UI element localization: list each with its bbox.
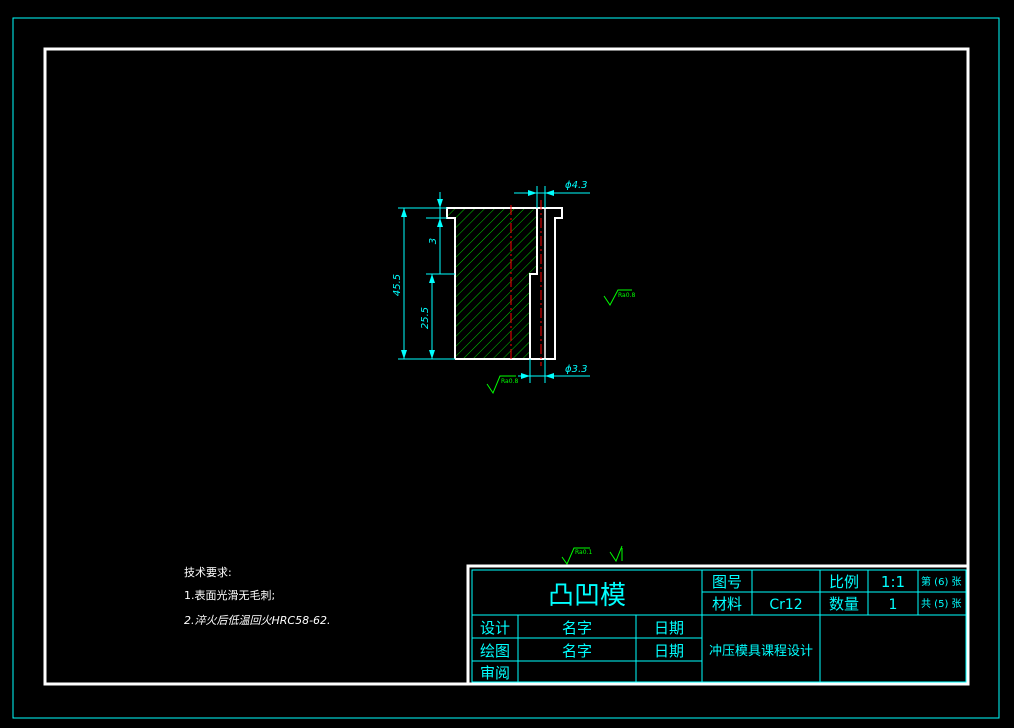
title-block: 凸凹模 图号 比例 1:1 第 (6) 张 材料 Cr12 数量 1 共 (5)…	[466, 564, 968, 684]
course-name: 冲压模具课程设计	[709, 644, 813, 659]
drawing-frame	[43, 47, 970, 686]
dim-top-diameter: ϕ4.3	[565, 180, 588, 191]
dim-bottom-diameter: ϕ3.3	[565, 364, 588, 375]
roughness-symbol-bottom	[486, 375, 516, 395]
notes-title: 技术要求:	[184, 566, 232, 579]
roughness-symbol-corner	[561, 545, 623, 566]
technical-notes: 技术要求: 1.表面光滑无毛刺; 2.淬火后低温回火HRC58-62.	[184, 566, 331, 627]
part-section-view: 45.5 25.5 3 ϕ4.3 ϕ3.3 Ra0.8 Ra0.8 Ra0.1	[392, 180, 635, 566]
ratio-value: 1:1	[881, 573, 905, 591]
design-label: 设计	[480, 619, 510, 637]
bore-outline	[529, 208, 538, 359]
material-value: Cr12	[769, 597, 802, 613]
design-date: 日期	[654, 619, 684, 637]
hatched-body	[447, 208, 537, 359]
dim-flange-height: 3	[428, 238, 439, 244]
ratio-label: 比例	[829, 573, 859, 591]
roughness-corner-label: Ra0.1	[575, 549, 592, 556]
draw-name: 名字	[562, 642, 592, 660]
total-label: 共 (5) 张	[921, 598, 962, 610]
quantity-label: 数量	[829, 595, 859, 613]
part-name: 凸凹模	[548, 581, 626, 611]
outer-border	[12, 17, 1000, 719]
sheet-label: 第 (6) 张	[921, 575, 962, 588]
roughness-symbol-right	[603, 289, 632, 306]
drawing-no-label: 图号	[712, 573, 742, 591]
quantity-value: 1	[889, 597, 898, 613]
check-label: 审阅	[480, 664, 510, 682]
roughness-right-label: Ra0.8	[618, 292, 635, 299]
dim-overall-height: 45.5	[392, 274, 403, 296]
design-name: 名字	[562, 619, 592, 637]
draw-label: 绘图	[480, 642, 510, 660]
draw-date: 日期	[654, 642, 684, 660]
dim-lower-height: 25.5	[420, 307, 431, 329]
notes-line-1: 1.表面光滑无毛刺;	[184, 588, 275, 602]
material-label: 材料	[712, 595, 742, 613]
notes-line-2: 2.淬火后低温回火HRC58-62.	[184, 614, 331, 627]
part-outline	[446, 207, 563, 360]
roughness-bottom-label: Ra0.8	[501, 378, 518, 385]
